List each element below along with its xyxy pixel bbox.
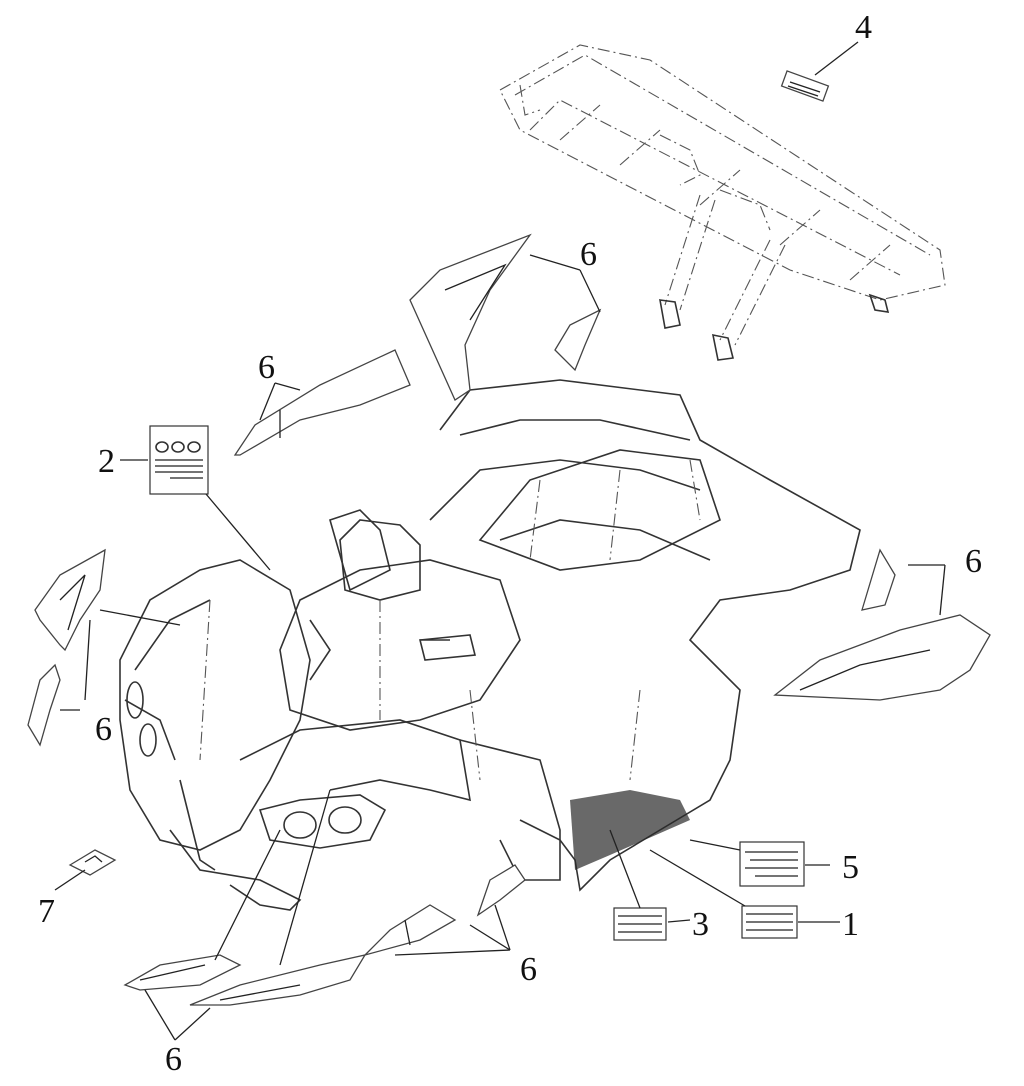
label-box-1	[741, 905, 798, 939]
decal-6-bottom-1	[123, 954, 242, 991]
footrest-mat	[570, 790, 690, 870]
callout-6-left-upper: 6	[258, 349, 275, 386]
decal-6-bottom-4	[476, 864, 526, 917]
rack-warning-decal	[780, 70, 830, 102]
decal-6-top-small	[554, 308, 602, 372]
label-box-5	[739, 841, 805, 887]
callout-5: 5	[842, 849, 859, 886]
rear-rack	[499, 44, 946, 361]
callout-7: 7	[38, 893, 55, 930]
label-box-3	[613, 907, 667, 941]
callout-6-bottom-left: 6	[165, 1041, 182, 1078]
decal-6-front-left	[34, 548, 106, 652]
decal-6-right-small	[861, 548, 896, 611]
callout-2: 2	[98, 443, 115, 480]
callout-6-bottom-right: 6	[520, 951, 537, 988]
decal-6-left-upper	[233, 349, 411, 456]
leader-lines	[54, 41, 946, 1041]
callout-6-top: 6	[580, 236, 597, 273]
callout-6-right: 6	[965, 543, 982, 580]
callout-1: 1	[842, 906, 859, 943]
callout-numbers: 4 6 6 2 6 6 5 7 3 1 6 6	[38, 9, 982, 1078]
decal-6-top	[409, 233, 532, 401]
atv-body	[119, 379, 861, 911]
decal-6-front-left-small	[27, 663, 61, 747]
callout-6-front-left: 6	[95, 711, 112, 748]
decal-7	[68, 849, 117, 876]
body-decals	[27, 233, 991, 1006]
decal-6-right	[773, 614, 991, 701]
label-box-2	[149, 425, 209, 495]
callout-3: 3	[692, 906, 709, 943]
decal-6-bottom-3	[362, 904, 457, 957]
decal-6-bottom-2	[189, 954, 367, 1006]
callout-4: 4	[855, 9, 872, 46]
